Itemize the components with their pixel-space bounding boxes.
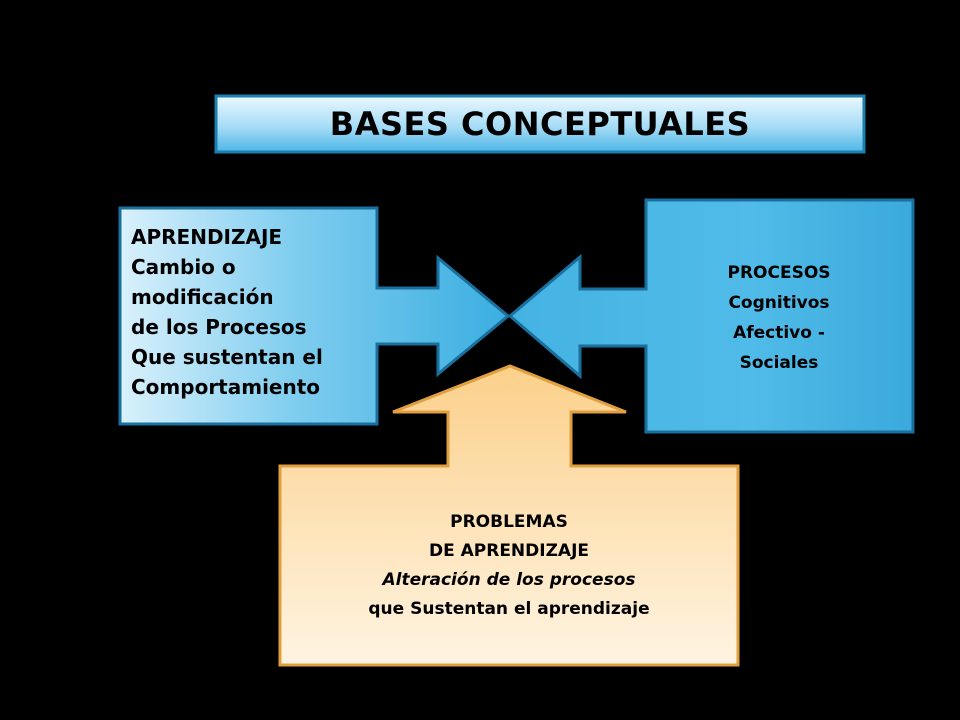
problemas-text: PROBLEMAS DE APRENDIZAJE Alteración de l… xyxy=(282,508,736,624)
procesos-text: PROCESOS Cognitivos Afectivo - Sociales xyxy=(648,258,910,378)
problemas-line: que Sustentan el aprendizaje xyxy=(368,599,650,619)
aprendizaje-line: modificación xyxy=(131,285,274,309)
problemas-arrow xyxy=(278,364,740,667)
problemas-line: PROBLEMAS xyxy=(450,512,568,532)
page-title: BASES CONCEPTUALES xyxy=(329,105,751,143)
procesos-line: Afectivo - xyxy=(733,323,825,343)
aprendizaje-line: Comportamiento xyxy=(131,375,321,399)
aprendizaje-line: APRENDIZAJE xyxy=(131,225,283,249)
procesos-line: Sociales xyxy=(739,353,819,373)
aprendizaje-line: Cambio o xyxy=(131,255,236,279)
procesos-line: PROCESOS xyxy=(727,263,831,283)
aprendizaje-text: APRENDIZAJE Cambio o modificación de los… xyxy=(131,222,371,402)
procesos-line: Cognitivos xyxy=(728,293,830,313)
problemas-line: DE APRENDIZAJE xyxy=(428,541,590,561)
problemas-line: Alteración de los procesos xyxy=(382,570,636,590)
aprendizaje-line: de los Procesos xyxy=(131,315,307,339)
aprendizaje-arrow xyxy=(118,206,511,426)
procesos-arrow xyxy=(507,198,915,434)
title-box xyxy=(214,94,866,154)
aprendizaje-line: Que sustentan el xyxy=(131,345,323,369)
